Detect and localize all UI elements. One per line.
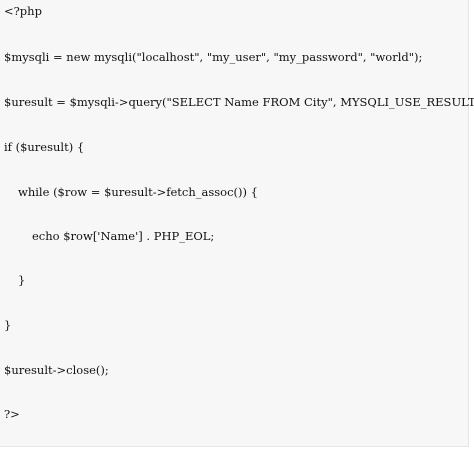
- code-line-mysqli-new: $mysqli = new mysqli("localhost", "my_us…: [4, 50, 423, 64]
- code-line-php-close: ?>: [4, 407, 20, 421]
- code-line-while: while ($row = $uresult->fetch_assoc()) {: [18, 185, 258, 199]
- code-line-query: $uresult = $mysqli->query("SELECT Name F…: [4, 95, 474, 109]
- code-line-while-close: }: [18, 273, 26, 287]
- code-line-php-open: <?php: [4, 4, 42, 18]
- code-line-if: if ($uresult) {: [4, 140, 85, 154]
- code-line-if-close: }: [4, 318, 12, 332]
- code-line-echo: echo $row['Name'] . PHP_EOL;: [32, 229, 215, 243]
- code-line-close: $uresult->close();: [4, 363, 109, 377]
